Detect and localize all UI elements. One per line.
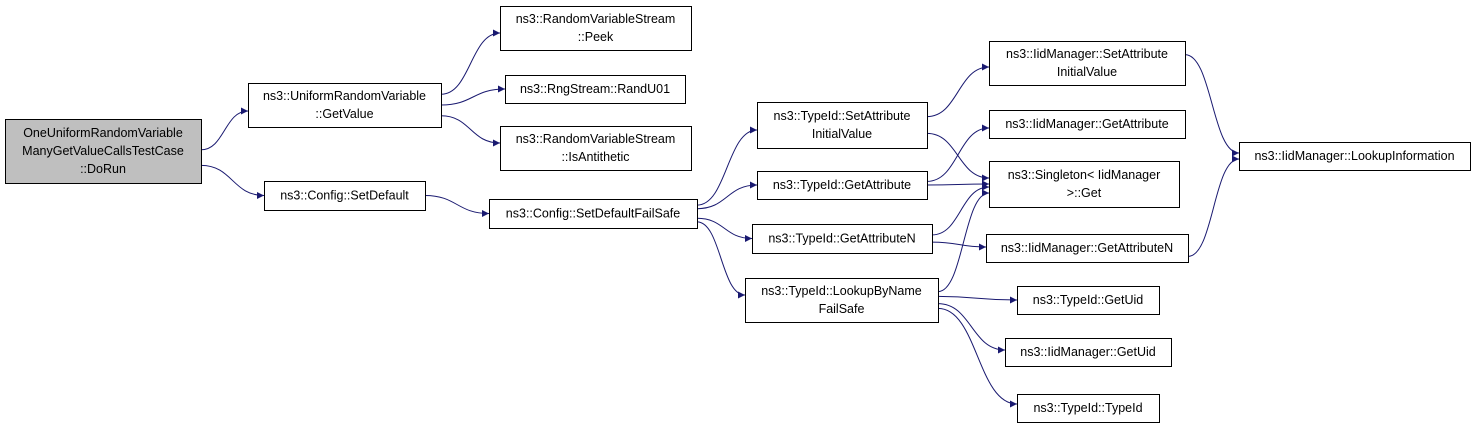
node-box <box>986 234 1189 263</box>
nodes-layer: OneUniformRandomVariableManyGetValueCall… <box>5 6 1471 423</box>
node-box <box>752 224 933 254</box>
node-box <box>989 161 1180 208</box>
edge-typeid-setattributeinitialvalue-to-singleton-get <box>926 132 990 182</box>
edge-typeid-lookupbynamefailsafe-to-iid-getuid <box>937 303 1006 354</box>
node-label-line: ns3::TypeId::TypeId <box>1033 401 1142 415</box>
edges-layer <box>200 29 1240 408</box>
node-box <box>757 102 928 149</box>
node-label-line: ::IsAntithetic <box>561 150 629 164</box>
edge-root-to-config-setdefault <box>200 164 265 199</box>
node-label-line: ns3::RandomVariableStream <box>516 132 676 146</box>
node-box <box>1017 394 1160 423</box>
node-label-line: ns3::IidManager::SetAttribute <box>1006 47 1168 61</box>
edge-typeid-lookupbynamefailsafe-to-typeid-getuid <box>937 295 1018 304</box>
edge-config-setdefaultfailsafe-to-typeid-setattributeinitialvalue <box>696 126 758 206</box>
node-label-line: FailSafe <box>819 302 865 316</box>
node-iid-lookupinformation[interactable]: ns3::IidManager::LookupInformation <box>1239 142 1471 171</box>
edge-config-setdefaultfailsafe-to-typeid-lookupbynamefailsafe <box>696 221 746 299</box>
edge-typeid-getattribute-to-iid-getattribute <box>926 124 990 182</box>
edge-config-setdefaultfailsafe-to-typeid-getattributen <box>696 217 753 242</box>
node-box <box>248 83 442 128</box>
node-box <box>505 75 686 104</box>
node-config-setdefaultfailsafe[interactable]: ns3::Config::SetDefaultFailSafe <box>489 199 698 229</box>
node-typeid-getuid[interactable]: ns3::TypeId::GetUid <box>1017 286 1160 315</box>
node-label-line: ns3::Config::SetDefault <box>280 189 409 203</box>
node-label-line: ns3::TypeId::LookupByName <box>761 284 922 298</box>
node-label-line: ::GetValue <box>315 107 373 121</box>
node-label-line: ns3::RngStream::RandU01 <box>520 82 670 96</box>
node-box <box>1239 142 1471 171</box>
node-label-line: ManyGetValueCallsTestCase <box>22 144 184 158</box>
node-label-line: ns3::TypeId::GetUid <box>1033 293 1144 307</box>
edge-urv-getvalue-to-rng-randu01 <box>440 85 506 106</box>
node-typeid-typeid[interactable]: ns3::TypeId::TypeId <box>1017 394 1160 423</box>
node-label-line: ns3::IidManager::GetUid <box>1020 345 1156 359</box>
node-typeid-getattributen[interactable]: ns3::TypeId::GetAttributeN <box>752 224 933 254</box>
node-box <box>757 171 928 200</box>
edge-typeid-setattributeinitialvalue-to-iid-setattributeinitialvalue <box>926 63 990 118</box>
node-label-line: ns3::IidManager::GetAttributeN <box>1001 241 1173 255</box>
node-box <box>500 126 692 171</box>
node-label-line: ns3::TypeId::GetAttribute <box>773 178 911 192</box>
node-label-line: ns3::Config::SetDefaultFailSafe <box>506 207 680 221</box>
node-label-line: InitialValue <box>812 127 872 141</box>
node-label-line: ns3::IidManager::GetAttribute <box>1005 117 1168 131</box>
node-label-line: ns3::Singleton< IidManager <box>1008 168 1161 182</box>
node-box <box>1005 338 1172 367</box>
edge-typeid-getattributen-to-singleton-get <box>931 183 990 236</box>
edge-root-to-urv-getvalue <box>200 107 249 151</box>
edge-typeid-lookupbynamefailsafe-to-typeid-typeid <box>937 307 1018 408</box>
node-label-line: OneUniformRandomVariable <box>23 126 183 140</box>
edge-config-setdefault-to-config-setdefaultfailsafe <box>424 195 490 217</box>
node-rvs-isantithetic[interactable]: ns3::RandomVariableStream::IsAntithetic <box>500 126 692 171</box>
node-box <box>500 6 692 51</box>
node-box <box>264 181 426 211</box>
edge-iid-setattributeinitialvalue-to-iid-lookupinformation <box>1184 54 1240 157</box>
node-label-line: ns3::TypeId::GetAttributeN <box>768 232 915 246</box>
node-label-line: ns3::UniformRandomVariable <box>263 89 426 103</box>
node-label-line: ns3::IidManager::LookupInformation <box>1254 149 1454 163</box>
node-label-line: ns3::RandomVariableStream <box>516 12 676 26</box>
node-iid-setattributeinitialvalue[interactable]: ns3::IidManager::SetAttributeInitialValu… <box>989 41 1186 86</box>
node-root: OneUniformRandomVariableManyGetValueCall… <box>5 119 202 184</box>
node-iid-getuid[interactable]: ns3::IidManager::GetUid <box>1005 338 1172 367</box>
node-config-setdefault[interactable]: ns3::Config::SetDefault <box>264 181 426 211</box>
node-rng-randu01[interactable]: ns3::RngStream::RandU01 <box>505 75 686 104</box>
node-urv-getvalue[interactable]: ns3::UniformRandomVariable::GetValue <box>248 83 442 128</box>
edge-typeid-getattributen-to-iid-getattributen <box>931 241 987 251</box>
edge-urv-getvalue-to-rvs-isantithetic <box>440 115 501 147</box>
edge-config-setdefaultfailsafe-to-typeid-getattribute <box>696 181 758 210</box>
node-box <box>989 41 1186 86</box>
node-box <box>989 110 1186 139</box>
node-iid-getattribute[interactable]: ns3::IidManager::GetAttribute <box>989 110 1186 139</box>
edge-typeid-getattribute-to-singleton-get <box>926 180 990 188</box>
node-box <box>745 278 939 323</box>
node-typeid-getattribute[interactable]: ns3::TypeId::GetAttribute <box>757 171 928 200</box>
edge-typeid-lookupbynamefailsafe-to-singleton-get <box>937 189 990 293</box>
edge-urv-getvalue-to-rvs-peek <box>440 29 501 95</box>
node-label-line: ns3::TypeId::SetAttribute <box>774 109 911 123</box>
edge-iid-getattributen-to-iid-lookupinformation <box>1187 155 1240 257</box>
node-label-line: >::Get <box>1067 186 1102 200</box>
node-box <box>5 119 202 184</box>
node-label-line: ::Peek <box>578 30 614 44</box>
node-iid-getattributen[interactable]: ns3::IidManager::GetAttributeN <box>986 234 1189 263</box>
node-box <box>1017 286 1160 315</box>
node-box <box>489 199 698 229</box>
node-singleton-get[interactable]: ns3::Singleton< IidManager >::Get <box>989 161 1180 208</box>
node-label-line: ::DoRun <box>80 162 126 176</box>
node-label-line: InitialValue <box>1057 65 1117 79</box>
node-rvs-peek[interactable]: ns3::RandomVariableStream::Peek <box>500 6 692 51</box>
